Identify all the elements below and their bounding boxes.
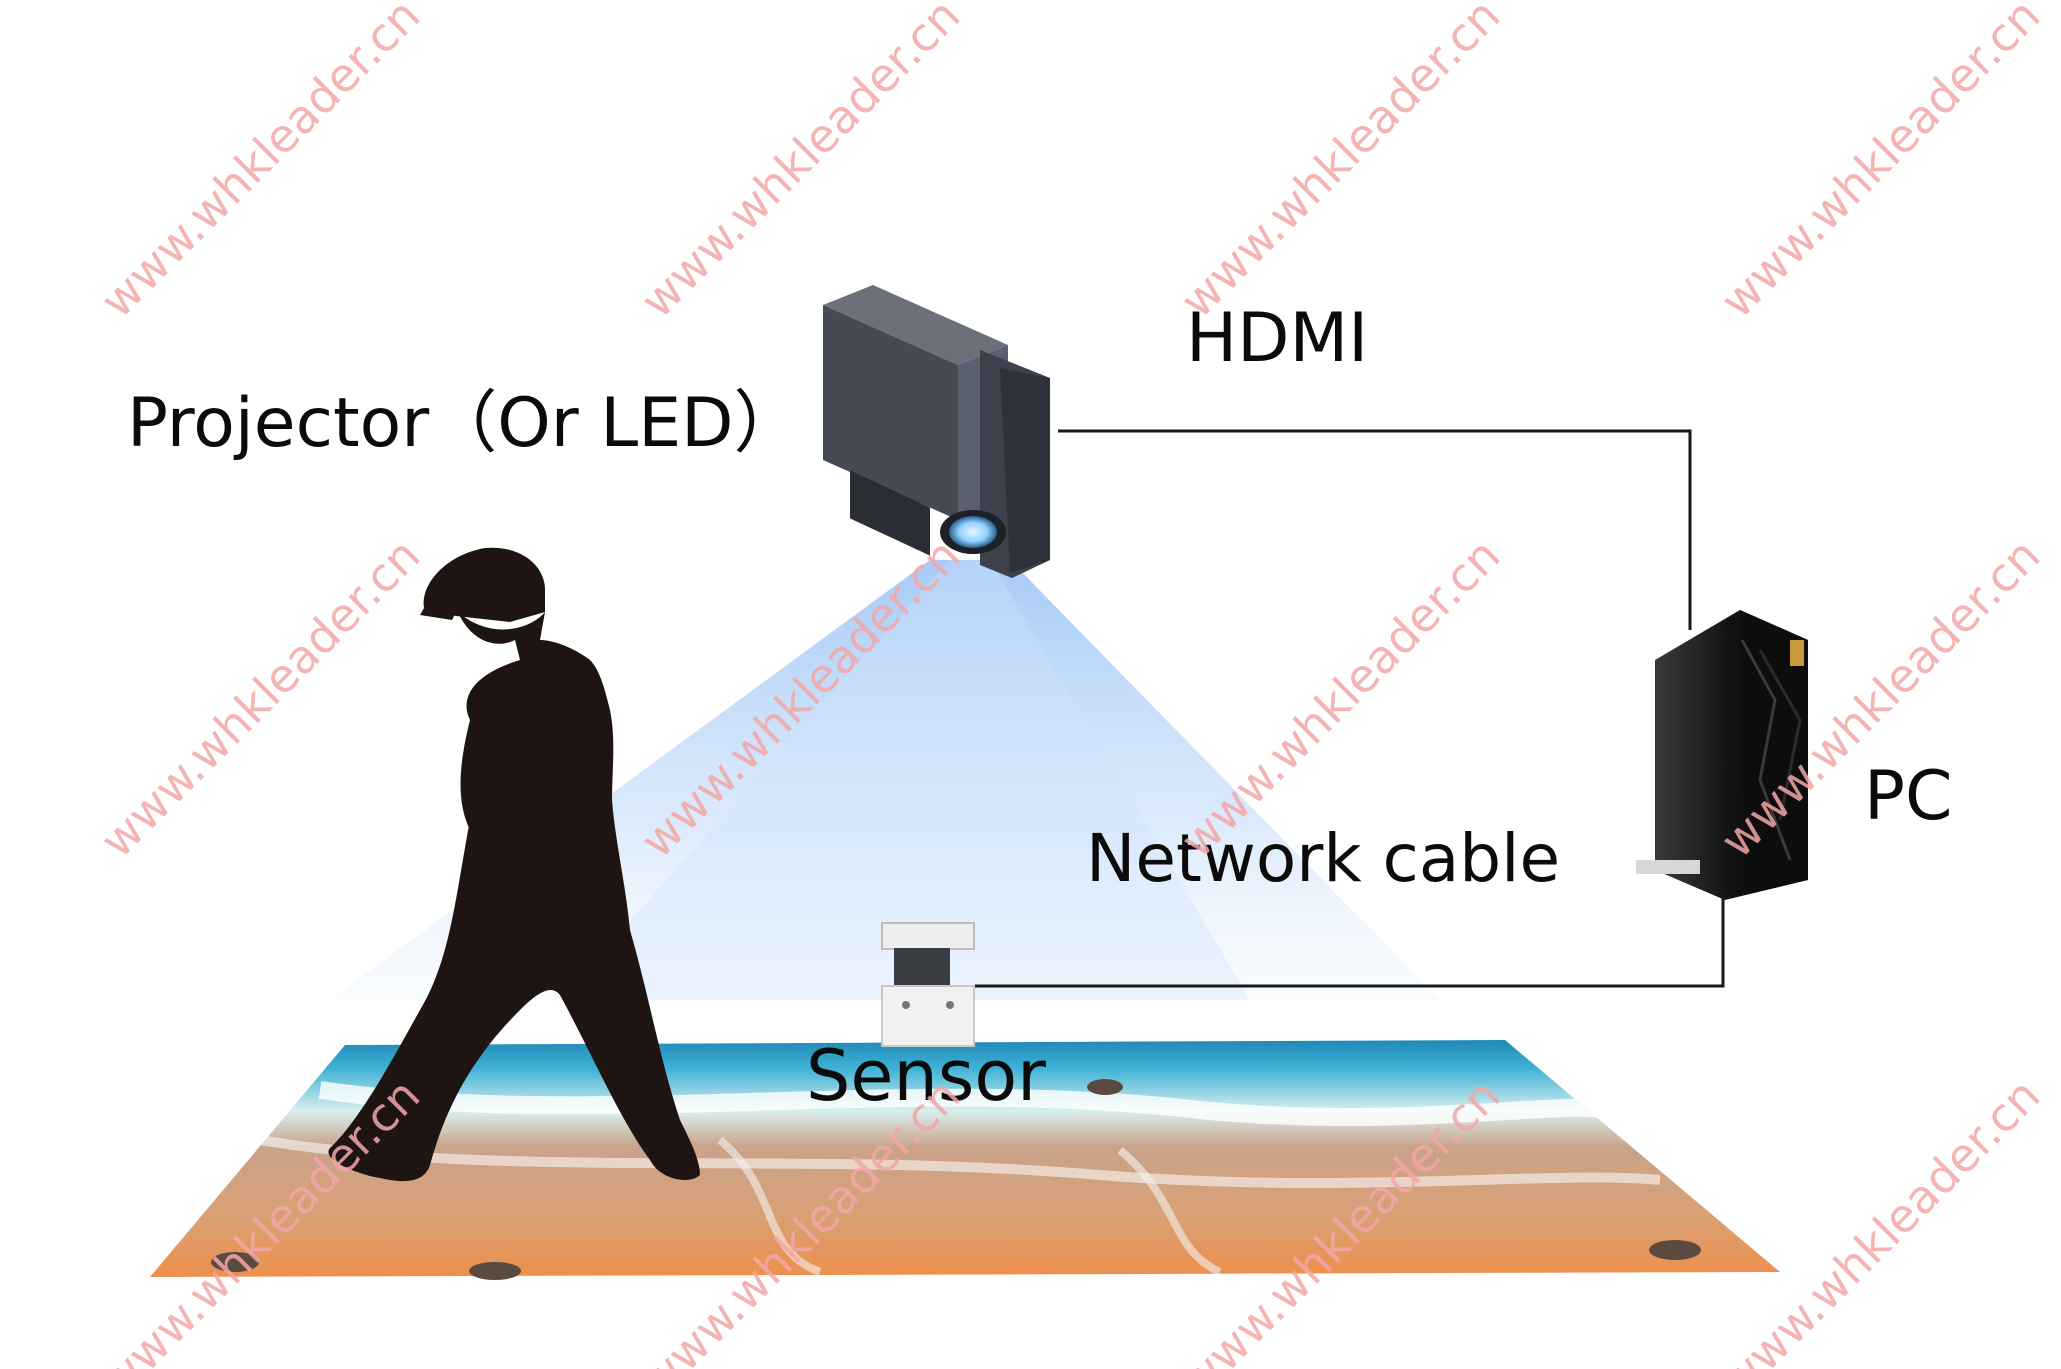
network-cable-label: Network cable <box>1086 820 1561 897</box>
hdmi-label: HDMI <box>1186 299 1369 378</box>
projector-icon <box>823 285 1050 578</box>
crab-icon <box>1087 1079 1123 1095</box>
lidar-sensor-icon <box>881 922 975 1047</box>
crab-icon <box>469 1262 521 1280</box>
projector-label: Projector（Or LED） <box>127 384 802 463</box>
walking-person-icon <box>328 547 700 1182</box>
pc-tower-icon <box>1636 610 1808 900</box>
network-cable <box>975 897 1725 988</box>
crab-icon <box>211 1252 259 1272</box>
hdmi-cable <box>1058 429 1692 630</box>
crab-icon <box>1649 1240 1701 1260</box>
sensor-label: Sensor <box>806 1035 1046 1117</box>
projected-floor <box>150 1040 1780 1280</box>
pc-label: PC <box>1864 757 1953 836</box>
